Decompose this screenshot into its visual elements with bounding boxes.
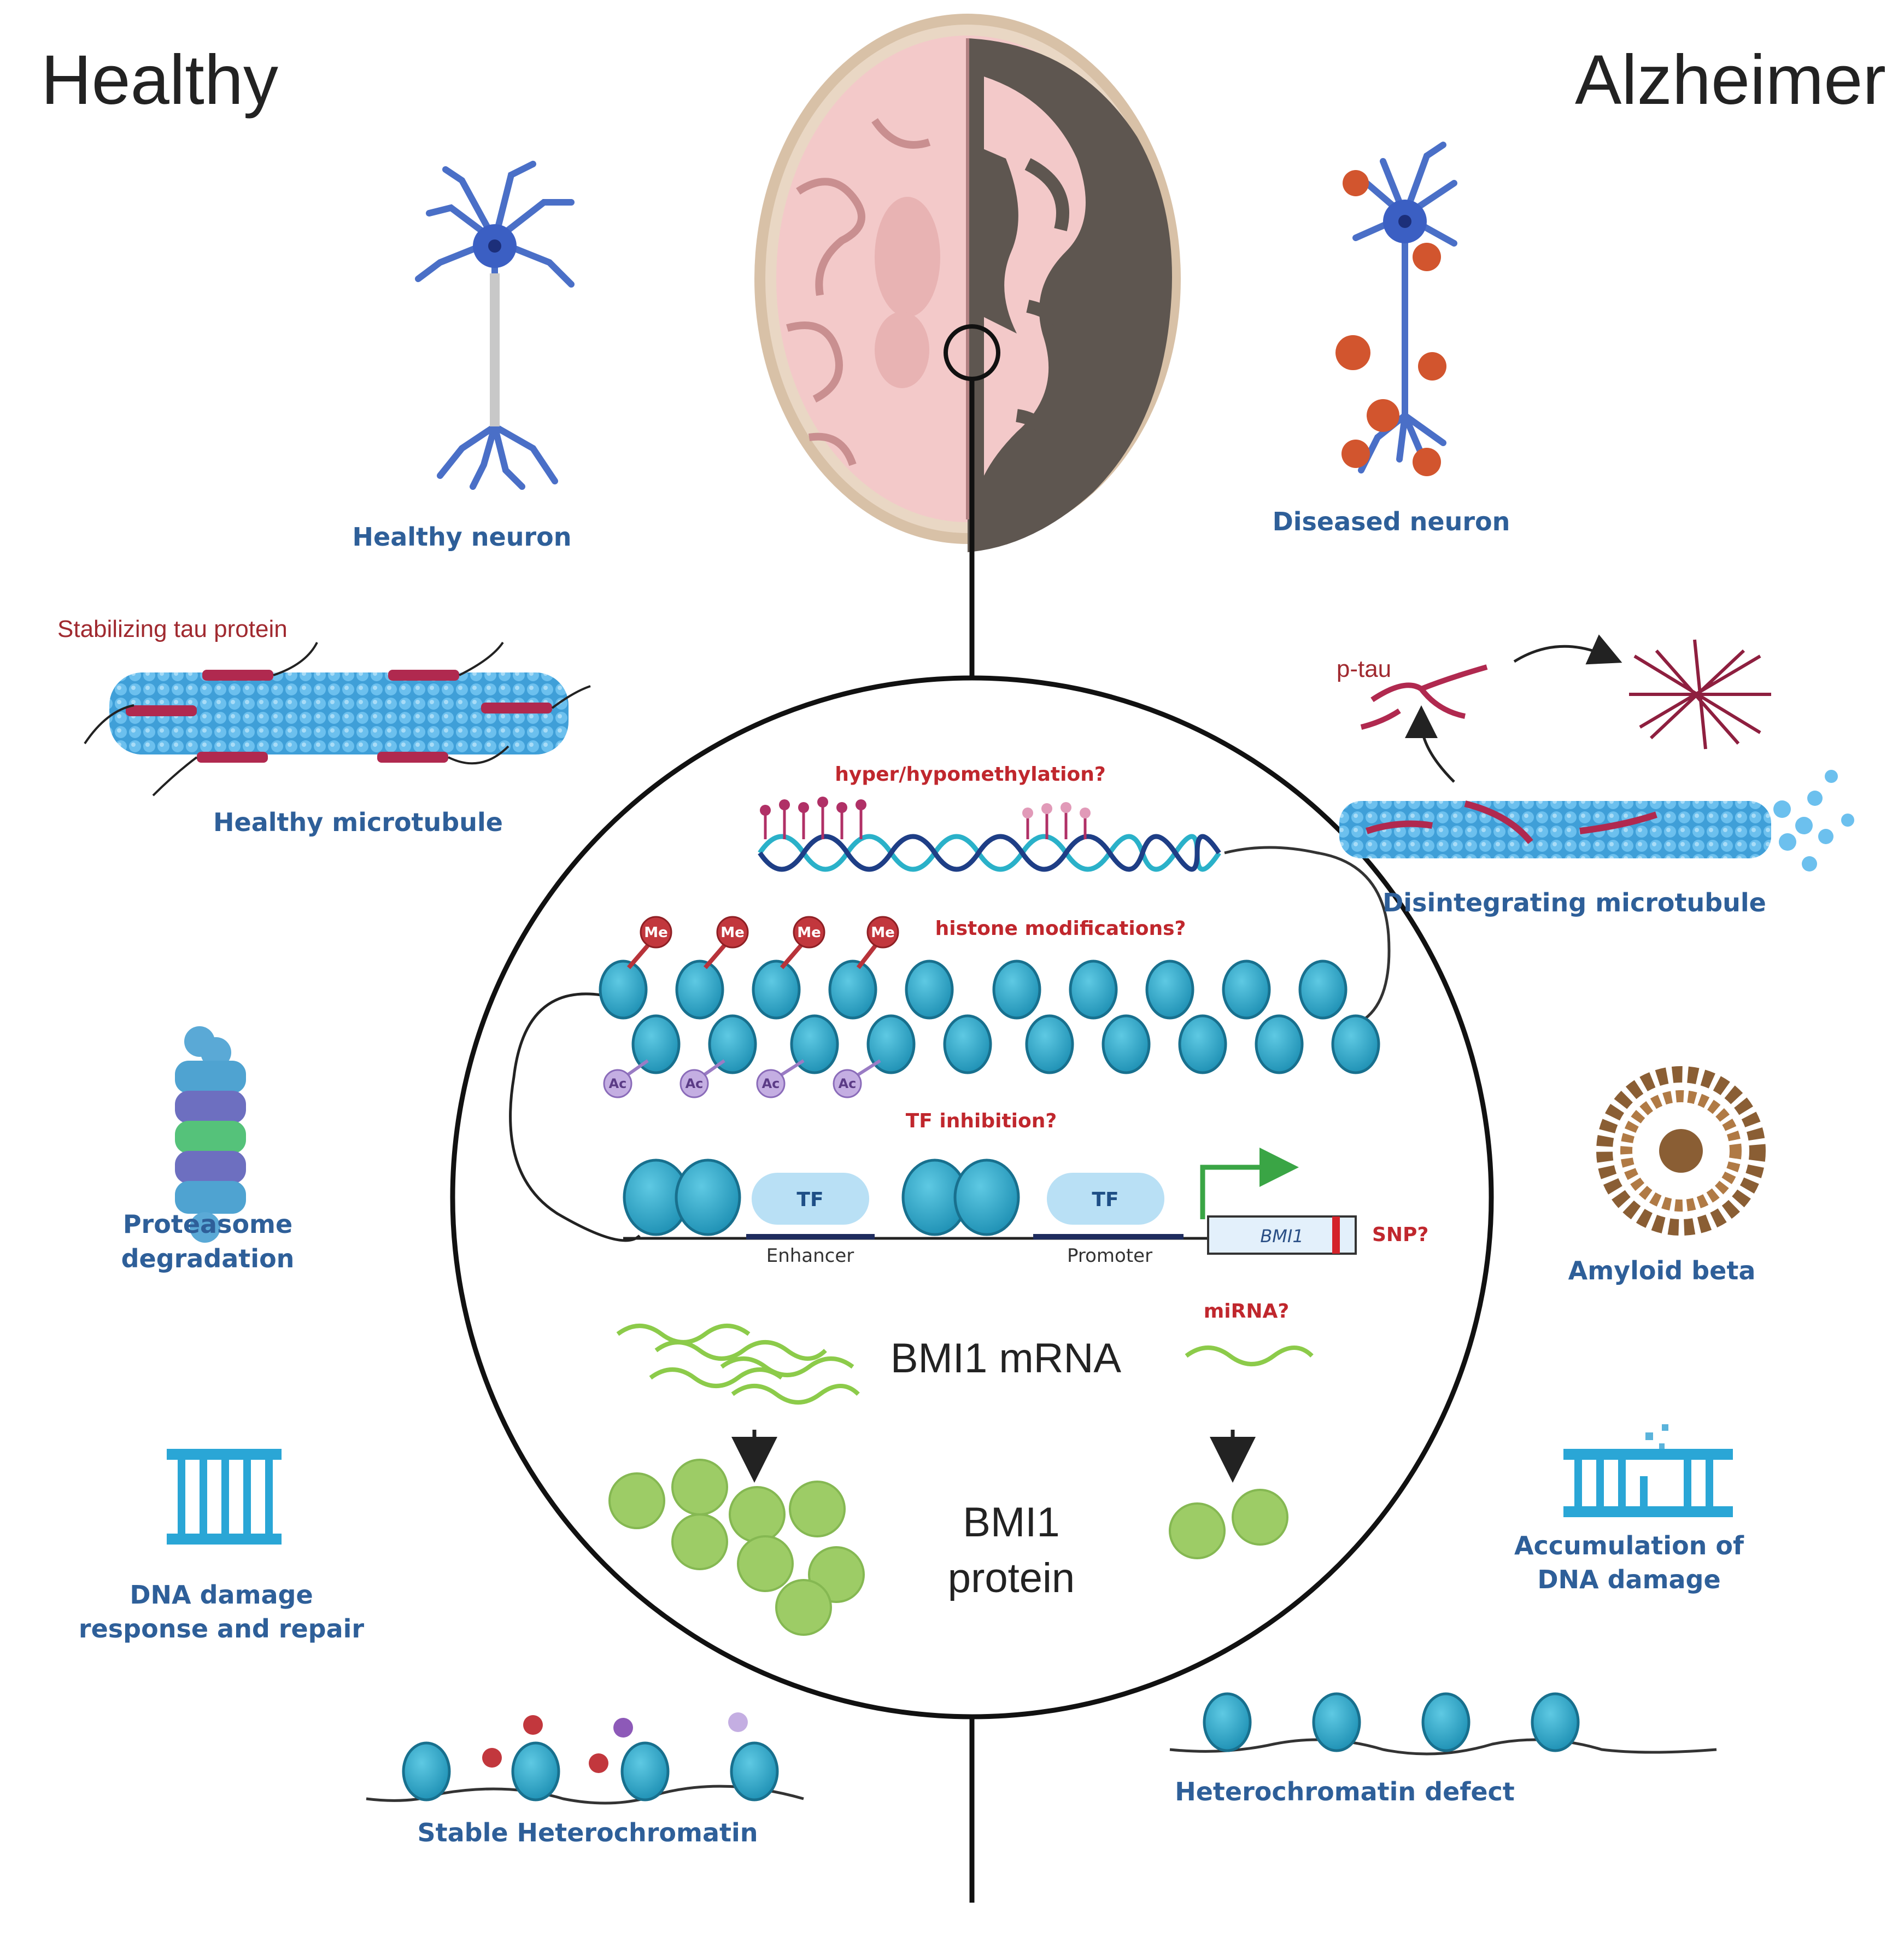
tf-inhibition-question: TF inhibition? [906,1110,1057,1132]
diseased-neuron-label: Diseased neuron [1273,507,1510,536]
dna-helix [758,834,1391,1030]
snp-question: SNP? [1372,1224,1428,1246]
healthy-title: Healthy [41,41,278,119]
dna-repair-illustration [167,1449,282,1545]
tf-promoter-label: TF [1092,1189,1118,1211]
chromatin-fiber [509,960,1380,1242]
methyl-marks: Me Me Me Me [626,916,899,969]
stable-heterochromatin-illustration [366,1712,804,1805]
enhancer-label: Enhancer [766,1245,854,1267]
heterochromatin-defect-illustration [1169,1692,1717,1756]
me-label-3: Me [797,925,821,941]
dna-damage-label-line2: DNA damage [1537,1565,1720,1594]
mrna-strands [616,1324,1314,1405]
promoter-label: Promoter [1067,1245,1152,1267]
tf-enhancer [752,1173,869,1225]
brain-illustration [754,14,1181,552]
protein-label-line2: protein [948,1555,1075,1601]
ac-label-2: Ac [686,1076,704,1091]
me-label-4: Me [871,925,895,941]
disintegrating-microtubule-label: Disintegrating microtubule [1382,888,1766,917]
bmi1-gene-box [1207,1215,1357,1255]
p-tau-label: p-tau [1337,656,1391,682]
me-label-1: Me [644,925,668,941]
stabilizing-tau-label: Stabilizing tau protein [57,616,288,642]
protein-label-line1: BMI1 [963,1499,1059,1546]
gene-regulation-track: TF TF Enhancer Promoter BMI1 SNP? [623,1148,1428,1267]
methylation-pins [760,797,1091,839]
dna-repair-label-line2: response and repair [79,1614,364,1643]
bmi1-gene-label: BMI1 [1260,1226,1303,1247]
mrna-label: BMI1 mRNA [891,1335,1122,1382]
healthy-microtubule-illustration [84,641,591,797]
tf-promoter [1047,1173,1164,1225]
stable-heterochromatin-label: Stable Heterochromatin [417,1818,758,1847]
proteasome-label-line1: Proteasome [123,1209,292,1239]
proteasome-label-line2: degradation [121,1244,295,1273]
healthy-neuron-illustration [415,161,575,490]
snp-marker [1332,1216,1340,1254]
mirna-question: miRNA? [1204,1300,1289,1323]
methylation-question: hyper/hypomethylation? [835,763,1105,786]
healthy-microtubule-label: Healthy microtubule [213,808,503,837]
ptau-aggregation-illustration [1339,634,1854,871]
histone-question: histone modifications? [935,917,1186,940]
ac-label-3: Ac [762,1076,780,1091]
diseased-neuron-illustration [1335,142,1457,476]
healthy-neuron-label: Healthy neuron [353,522,572,552]
ac-label-1: Ac [609,1076,627,1091]
proteasome-illustration [175,1026,246,1243]
bmi1-protein-clusters [608,1459,1288,1636]
transcription-start-arrow [1200,1148,1299,1219]
dna-repair-label-line1: DNA damage [130,1580,313,1610]
tf-enhancer-label: TF [796,1189,823,1211]
amyloid-beta-label: Amyloid beta [1568,1256,1756,1285]
dna-damage-illustration [1563,1424,1733,1517]
amyloid-beta-illustration [1596,1066,1766,1236]
me-label-2: Me [720,925,745,941]
alzheimer-title: Alzheimer [1575,41,1886,119]
heterochromatin-defect-label: Heterochromatin defect [1175,1777,1515,1806]
acetyl-marks: Ac Ac Ac Ac [603,1059,881,1098]
ac-label-4: Ac [839,1076,857,1091]
dna-damage-label-line1: Accumulation of [1514,1531,1744,1560]
